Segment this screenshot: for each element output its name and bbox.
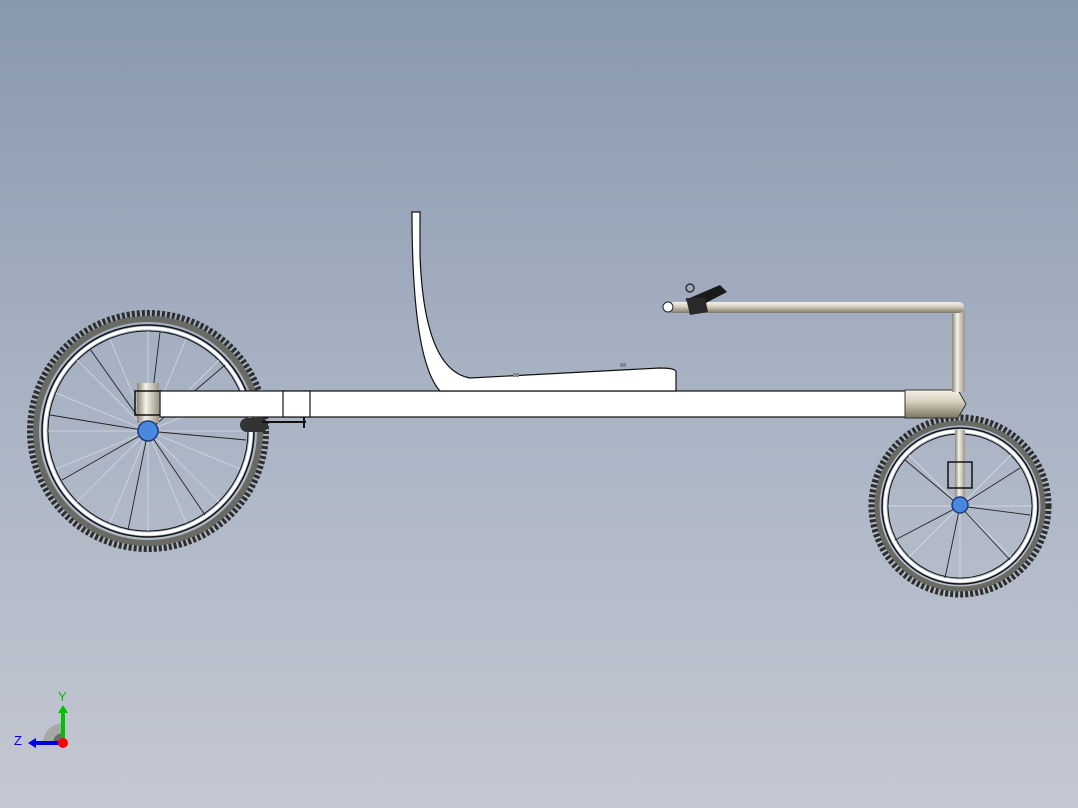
seat-bolt xyxy=(620,363,626,367)
rear-wheel[interactable] xyxy=(27,310,269,552)
z-axis-label: Z xyxy=(14,733,22,748)
handlebar[interactable] xyxy=(668,302,964,313)
y-axis-label: Y xyxy=(58,689,67,704)
orientation-triad[interactable]: Y Z xyxy=(10,685,80,755)
idler-bracket[interactable] xyxy=(282,390,311,418)
rear-hub xyxy=(137,420,159,442)
front-wheel[interactable] xyxy=(868,414,1052,598)
seat[interactable] xyxy=(411,211,677,392)
steering-column[interactable] xyxy=(952,310,965,392)
main-frame-tube[interactable] xyxy=(159,390,911,418)
seat-bolt xyxy=(513,373,519,377)
head-tube[interactable] xyxy=(904,389,967,419)
brake-lever[interactable] xyxy=(685,283,727,315)
idler-pulley xyxy=(240,417,306,432)
front-hub xyxy=(951,496,969,514)
x-axis-dot xyxy=(58,738,68,748)
front-fork xyxy=(955,430,965,500)
rear-axle-mount xyxy=(137,383,159,423)
